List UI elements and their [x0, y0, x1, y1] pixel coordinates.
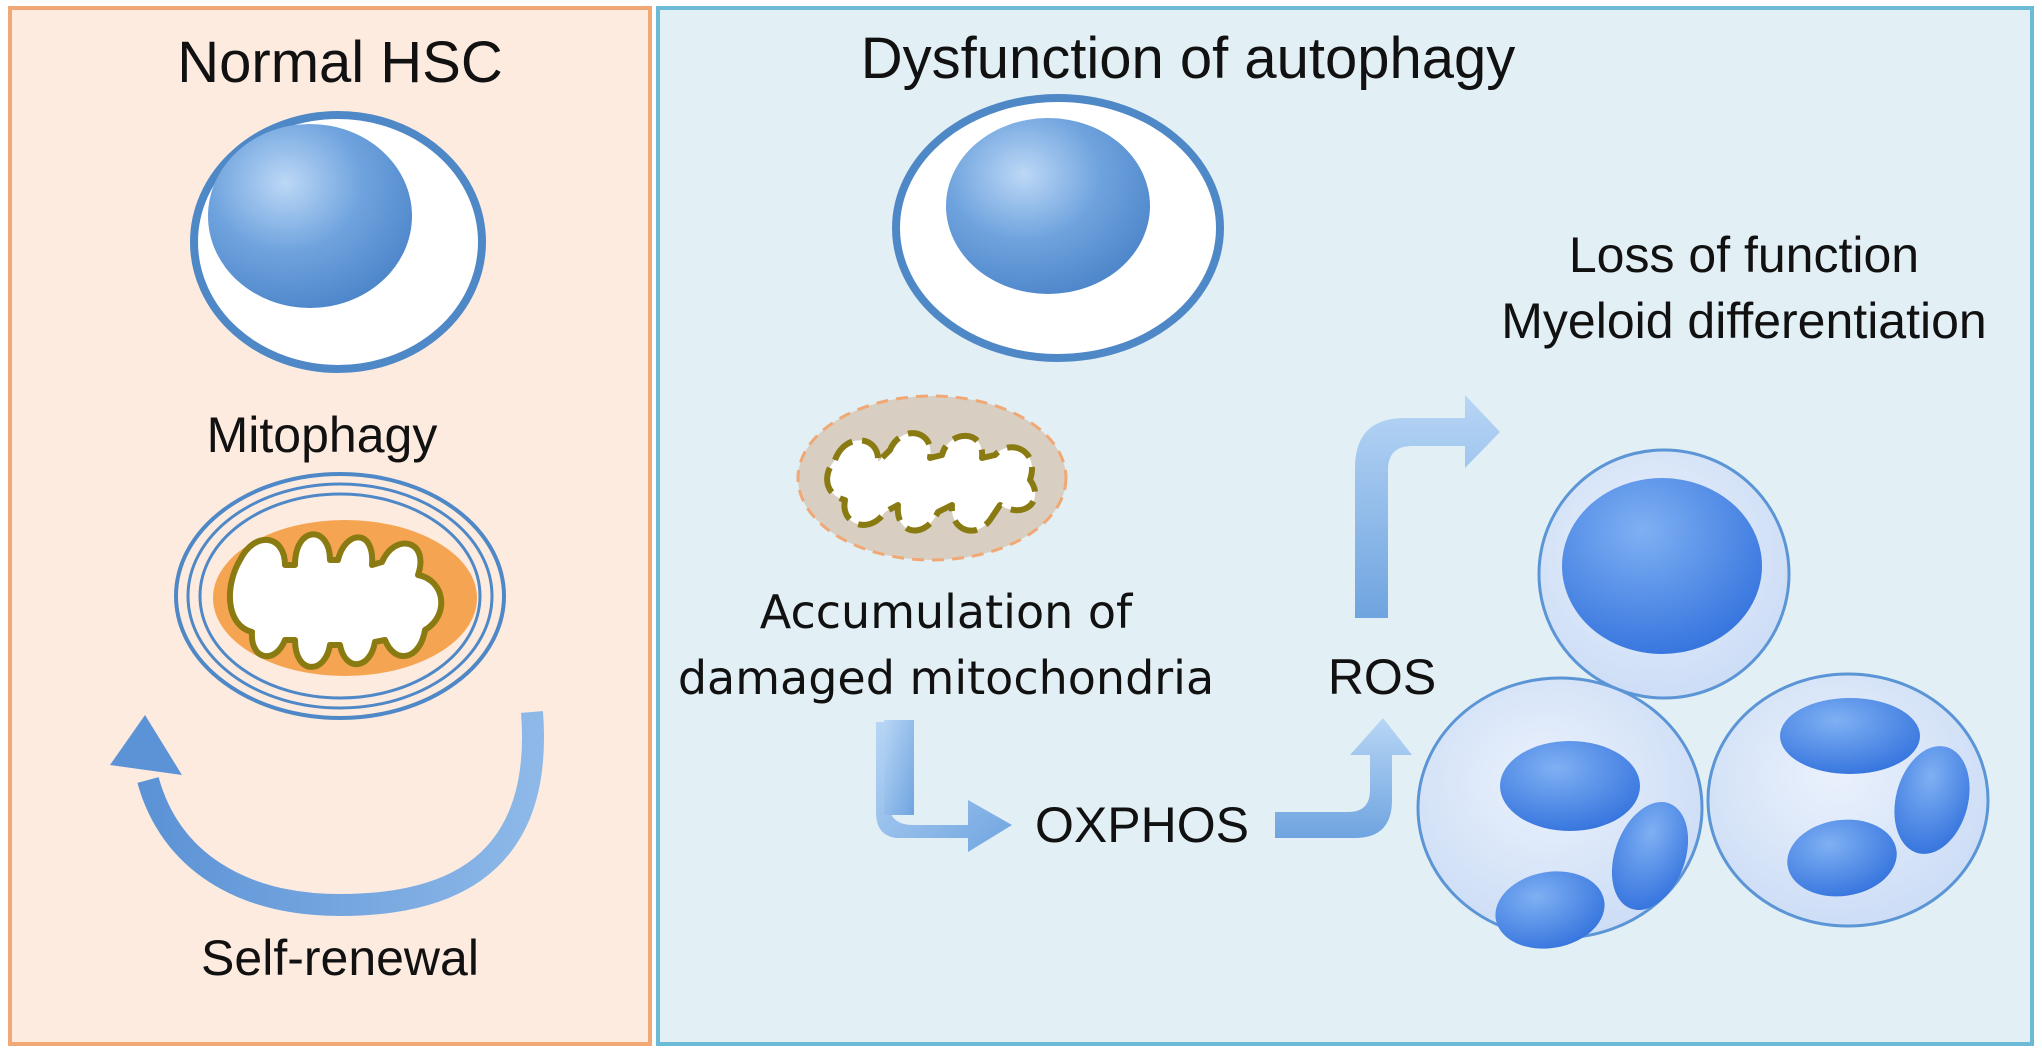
mitochondrion-cristae: [226, 531, 445, 670]
arrow-to-outcome: [1355, 395, 1500, 618]
myeloid-cell-bottom-right: [1706, 672, 1990, 928]
self-renewal-label: Self-renewal: [201, 930, 479, 986]
myeloid-cell-large: [1537, 448, 1791, 700]
autophagosome-icon: [174, 472, 506, 720]
hsc-cell-icon-right: [892, 94, 1224, 362]
mitophagy-label: Mitophagy: [207, 407, 438, 463]
normal-hsc-panel: Normal HSC Mitophagy Self-renewal: [8, 6, 652, 1046]
self-renewal-arrow: [110, 711, 545, 917]
oxphos-label: OXPHOS: [1035, 797, 1249, 853]
ros-label: ROS: [1328, 649, 1436, 705]
arrow-to-oxphos: [876, 720, 1012, 852]
accumulation-label-line-1: Accumulation of: [760, 585, 1134, 639]
damaged-mitochondrion-icon: [796, 394, 1068, 562]
myeloid-cell-bottom-left: [1416, 676, 1704, 949]
arrow-to-ros: [1275, 718, 1412, 838]
outcome-line-1: Loss of function: [1569, 227, 1919, 283]
dysfunction-title: Dysfunction of autophagy: [861, 26, 1516, 91]
dysfunction-panel: Dysfunction of autophagy Loss of functio…: [656, 6, 2034, 1046]
normal-hsc-title: Normal HSC: [177, 30, 503, 95]
accumulation-label-line-2: damaged mitochondria: [678, 651, 1214, 705]
hsc-cell-icon: [190, 111, 486, 373]
outcome-line-2: Myeloid differentiation: [1501, 293, 1986, 349]
